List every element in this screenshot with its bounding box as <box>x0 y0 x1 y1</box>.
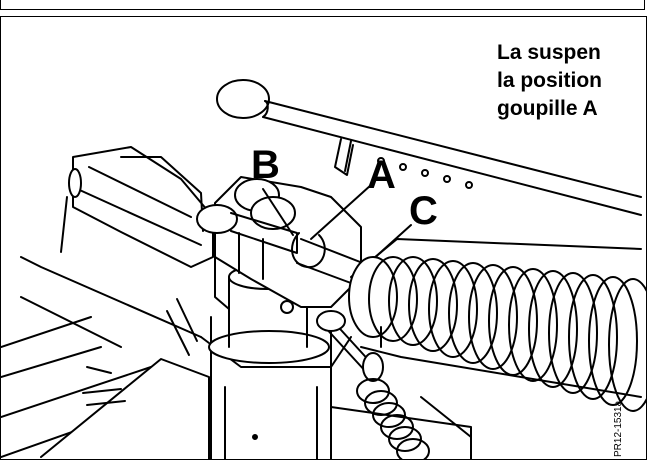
rod-ring <box>216 79 270 119</box>
small-spring-coils <box>356 378 430 459</box>
machine-illustration <box>1 79 646 459</box>
left-frame <box>72 146 214 268</box>
rod <box>262 100 642 216</box>
center-post <box>210 316 332 459</box>
callout-b: B <box>251 143 280 187</box>
callout-c: C <box>409 189 438 233</box>
illustration-panel: La suspen la position goupille A B A C P… <box>0 16 647 460</box>
caption-line-1: La suspen <box>497 41 601 64</box>
header-rule <box>0 0 645 10</box>
figure-reference: PR12-1531a <box>613 400 624 457</box>
big-spring-coils <box>348 256 646 412</box>
rod-clip <box>334 138 354 176</box>
caption-text: La suspen la position goupille A <box>497 39 602 123</box>
caption-line-3: goupille A <box>497 97 598 120</box>
caption-line-2: la position <box>497 69 602 92</box>
callout-a: A <box>367 153 396 197</box>
leader-b <box>262 188 294 236</box>
leader-a <box>310 184 372 240</box>
hand-ring <box>196 204 238 234</box>
lower-housing <box>40 358 210 459</box>
ground-lines <box>1 316 172 458</box>
